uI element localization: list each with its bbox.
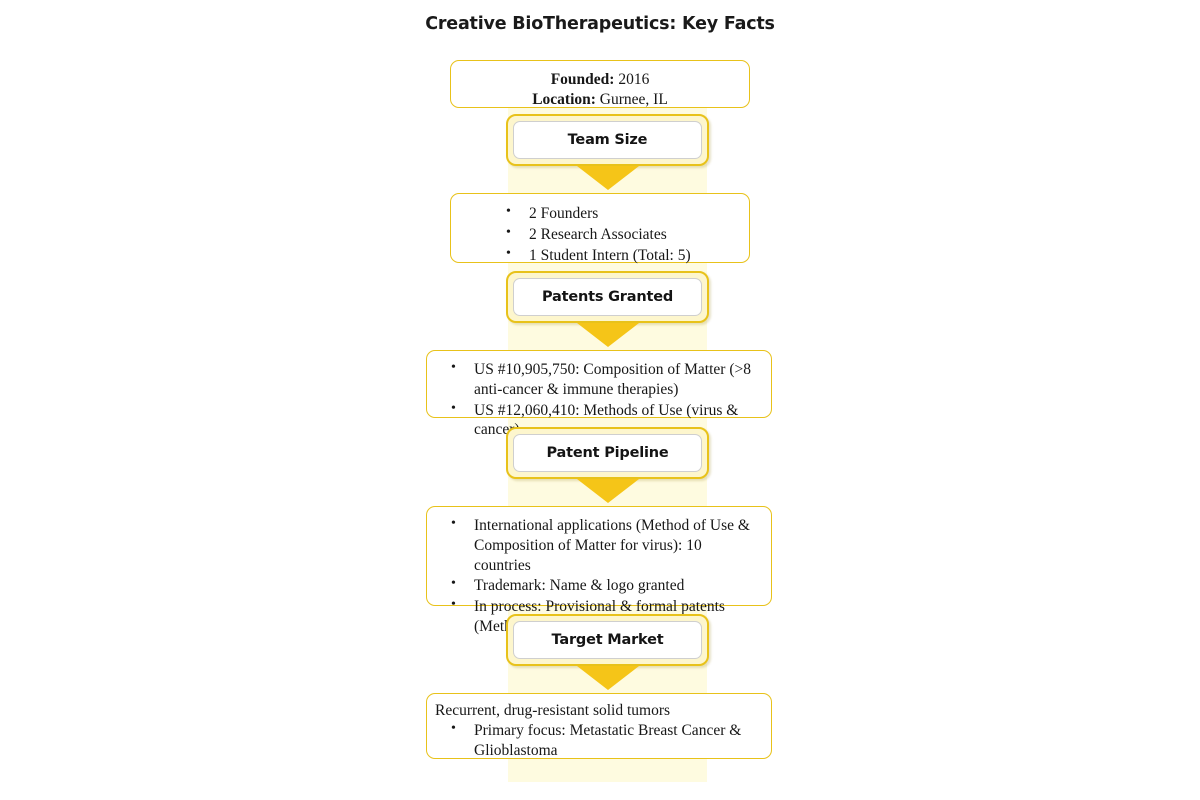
flow-arrow-3 <box>577 479 639 503</box>
page-title: Creative BioTherapeutics: Key Facts <box>425 14 775 34</box>
stage-header-label: Target Market <box>513 621 702 659</box>
lead-text: Recurrent, drug-resistant solid tumors <box>435 702 671 719</box>
stage-header-label: Team Size <box>513 121 702 159</box>
founded-row: Founded: 2016 <box>451 70 749 90</box>
list-item: International applications (Method of Us… <box>441 515 757 575</box>
company-facts-box: Founded: 2016 Location: Gurnee, IL <box>450 60 750 108</box>
list-item: 1 Student Intern (Total: 5) <box>496 245 749 266</box>
stage-header-label: Patents Granted <box>513 278 702 316</box>
stage-header-team-size[interactable]: Team Size <box>506 114 709 166</box>
location-value: Gurnee, IL <box>599 90 668 108</box>
flow-arrow-2 <box>577 323 639 347</box>
content-box-patents-granted: US #10,905,750: Composition of Matter (>… <box>426 350 772 438</box>
bullet-list: Primary focus: Metastatic Breast Cancer … <box>427 720 757 761</box>
flow-arrow-4 <box>577 666 639 690</box>
stage-header-target-market[interactable]: Target Market <box>506 614 709 666</box>
list-item: Trademark: Name & logo granted <box>441 575 757 596</box>
location-row: Location: Gurnee, IL <box>451 90 749 110</box>
content-box-patent-pipeline: International applications (Method of Us… <box>426 506 772 635</box>
list-item: 2 Founders <box>496 203 749 224</box>
list-item: US #10,905,750: Composition of Matter (>… <box>441 359 761 400</box>
stage-header-patents-granted[interactable]: Patents Granted <box>506 271 709 323</box>
stage-header-label: Patent Pipeline <box>513 434 702 472</box>
content-box-target-market: Recurrent, drug-resistant solid tumors P… <box>426 693 772 759</box>
location-label: Location: <box>532 90 596 108</box>
flow-arrow-1 <box>577 166 639 190</box>
content-box-team-size: 2 Founders 2 Research Associates 1 Stude… <box>450 193 750 266</box>
founded-label: Founded: <box>550 71 615 88</box>
list-item: 2 Research Associates <box>496 224 749 245</box>
list-item: Primary focus: Metastatic Breast Cancer … <box>441 720 757 761</box>
founded-value: 2016 <box>618 71 650 88</box>
stage-header-patent-pipeline[interactable]: Patent Pipeline <box>506 427 709 479</box>
bullet-list: 2 Founders 2 Research Associates 1 Stude… <box>451 203 749 266</box>
